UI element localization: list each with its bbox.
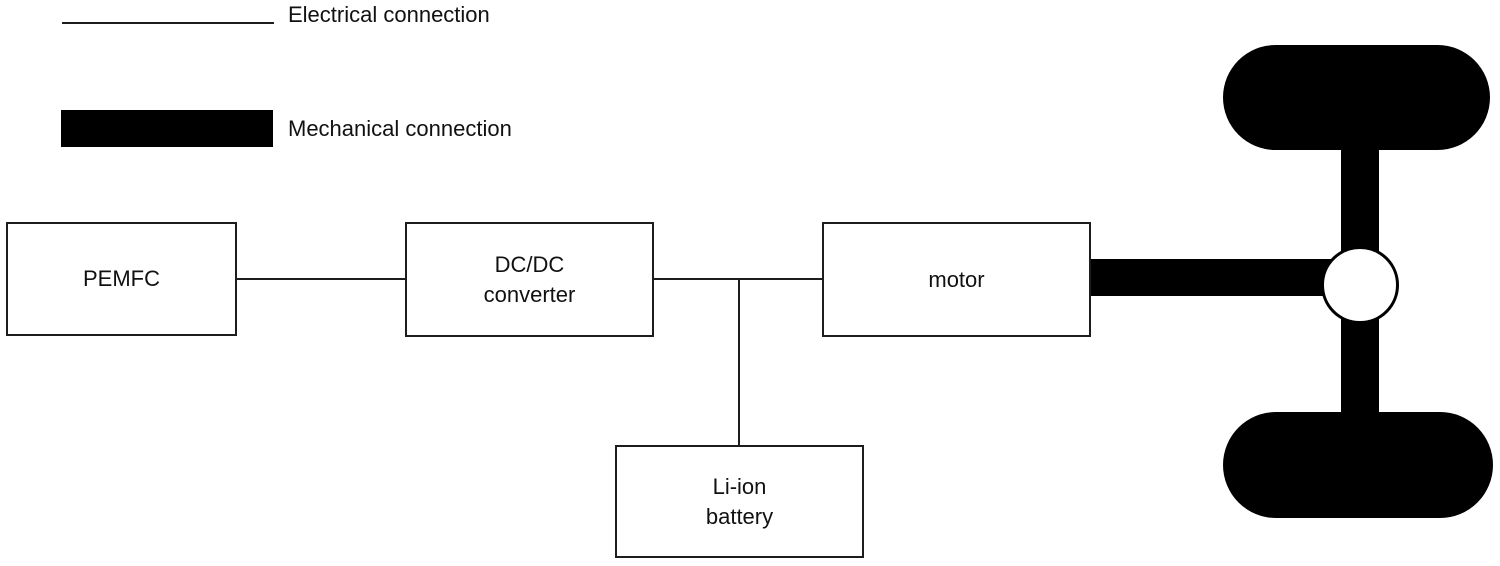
mechanical-connection-bar-sample <box>61 110 273 147</box>
li-ion-battery-label-line1: Li-ion <box>712 473 767 499</box>
mechanical-connection-legend-label: Mechanical connection <box>288 116 512 141</box>
motor-block: motor <box>822 222 1091 337</box>
li-ion-battery-label-line2: battery <box>705 503 774 529</box>
wheel-top <box>1223 45 1490 150</box>
pemfc-label: PEMFC <box>83 266 160 291</box>
motor-label: motor <box>928 266 985 292</box>
wire-junction-to-battery <box>738 279 740 445</box>
motor-output-shaft-bar <box>1091 259 1361 296</box>
li-ion-battery-block: Li-ion battery <box>615 445 864 558</box>
differential-circle <box>1321 246 1399 324</box>
electrical-connection-line-sample <box>62 22 274 24</box>
pemfc-block: PEMFC <box>6 222 237 336</box>
dcdc-converter-label-line1: DC/DC <box>494 251 565 277</box>
dcdc-converter-label-line2: converter <box>483 281 576 307</box>
wheel-bottom <box>1223 412 1493 518</box>
dcdc-converter-block: DC/DC converter <box>405 222 654 337</box>
electrical-connection-legend-label: Electrical connection <box>288 2 490 27</box>
wire-pemfc-to-dcdc <box>237 278 405 280</box>
